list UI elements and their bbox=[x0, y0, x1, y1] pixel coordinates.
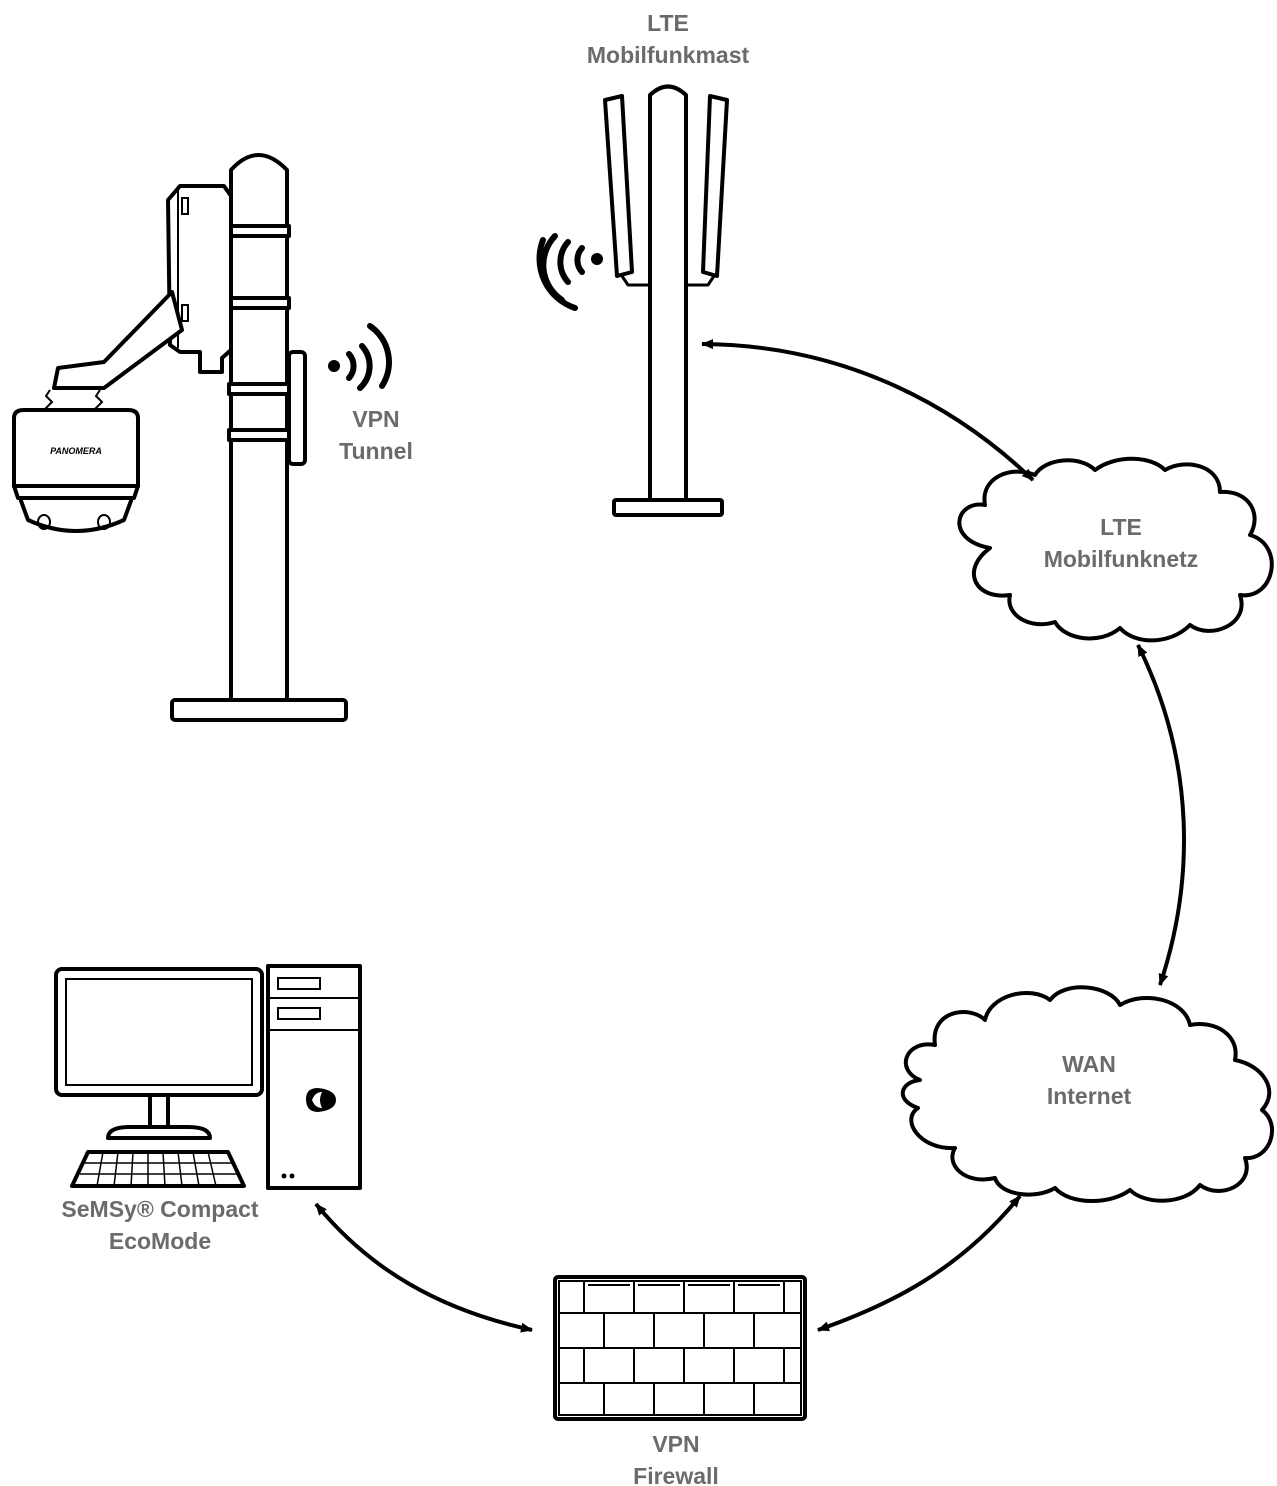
vpn-tunnel-label-line2: Tunnel bbox=[339, 438, 413, 464]
wireless-signal-icon bbox=[328, 323, 392, 391]
wan-label-line2: Internet bbox=[1047, 1083, 1132, 1109]
camera-pole-icon: PANOMERA bbox=[12, 153, 348, 722]
pc-label-line1: SeMSy® Compact bbox=[61, 1196, 259, 1222]
mast-label-line1: LTE bbox=[647, 10, 689, 36]
wireless-signal-icon bbox=[536, 233, 603, 311]
connector-wan-firewall bbox=[817, 1194, 1022, 1332]
firewall-icon bbox=[553, 1275, 807, 1421]
computer-icon bbox=[54, 964, 362, 1190]
connector-mast-lte bbox=[701, 339, 1035, 482]
firewall-label-line1: VPN bbox=[652, 1431, 699, 1457]
connector-lte-wan bbox=[1136, 644, 1186, 986]
connector-firewall-pc bbox=[314, 1202, 533, 1333]
pc-label-line2: EcoMode bbox=[109, 1228, 211, 1254]
mast-label-line2: Mobilfunkmast bbox=[587, 42, 750, 68]
lte-network-label-line2: Mobilfunknetz bbox=[1044, 546, 1199, 572]
lte-network-label-line1: LTE bbox=[1100, 514, 1142, 540]
camera-brand-label: PANOMERA bbox=[50, 446, 102, 456]
cloud-icon bbox=[900, 985, 1274, 1203]
cloud-icon bbox=[957, 456, 1274, 643]
cell-tower-icon bbox=[603, 84, 729, 517]
vpn-tunnel-label-line1: VPN bbox=[352, 406, 399, 432]
wan-label-line1: WAN bbox=[1062, 1051, 1116, 1077]
firewall-label-line2: Firewall bbox=[633, 1463, 719, 1486]
